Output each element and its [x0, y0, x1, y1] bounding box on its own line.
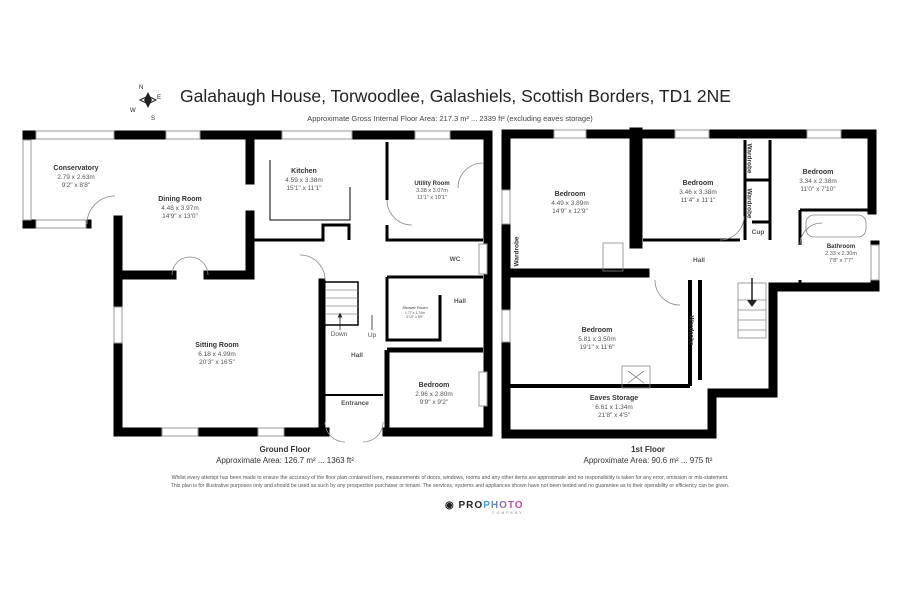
compass-w: W [130, 108, 136, 114]
first-floor-stairs [602, 214, 867, 389]
compass-icon: N E W S [130, 85, 161, 122]
compass-s: S [151, 116, 155, 122]
label-hall-upper: Hall [454, 298, 466, 305]
label-down: Down [330, 331, 348, 338]
ground-floor-doors [86, 162, 484, 443]
first-floor-windows [501, 129, 880, 343]
first-floor-walls [501, 127, 880, 439]
page-title: Galahaugh House, Torwoodlee, Galashiels,… [180, 86, 731, 106]
disclaimer: Whilst every attempt has been made to en… [170, 475, 730, 489]
compass-n: N [139, 85, 143, 91]
label-ff-hall: Hall [693, 257, 705, 264]
label-cup: Cup [751, 229, 765, 236]
label-hall: Hall [351, 352, 363, 359]
label-wardrobe-2: Wardrobe [745, 143, 753, 174]
label-entrance: Entrance [341, 400, 369, 407]
label-wc: WC [449, 256, 461, 263]
first-floor-doors [654, 215, 823, 306]
label-up: Up [367, 332, 377, 339]
label-wardrobe-4: Wardrobe [687, 315, 695, 346]
label-wardrobe-3: Wardrobe [745, 188, 753, 219]
label-wardrobe-1: Wardrobe [513, 236, 521, 267]
compass-e: E [157, 95, 161, 101]
gross-area-subtitle: Approximate Gross Internal Floor Area: 2… [307, 114, 593, 123]
first-floor-interior-walls [506, 140, 872, 388]
ground-floor-windows [22, 130, 488, 437]
ground-floor-stairs [326, 289, 373, 330]
ground-floor-interior-walls [253, 142, 483, 432]
